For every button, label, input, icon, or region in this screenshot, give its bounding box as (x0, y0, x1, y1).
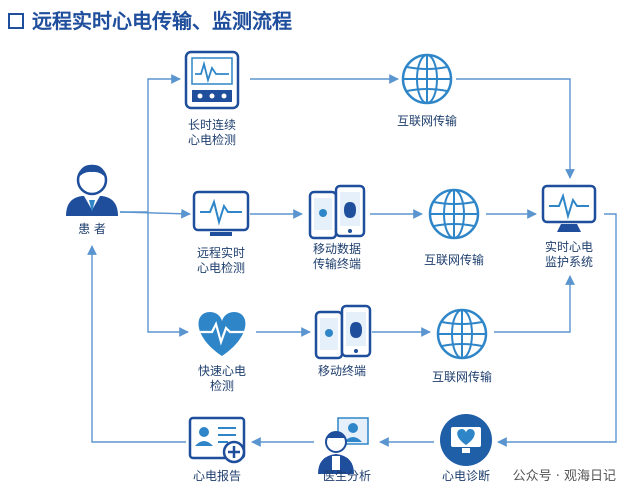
title-square-icon (8, 12, 24, 29)
arrow-patient-to-holter (120, 74, 181, 213)
mobile-phones-icon-bot (314, 304, 372, 360)
label-patient: 患 者 (78, 222, 106, 236)
label-monitor-system-line2: 监护系统 (544, 255, 593, 269)
connectors (87, 74, 617, 447)
arrow-monitor-to-diagnosis (497, 213, 617, 447)
arrow-internet-top-to-monitor (456, 78, 575, 179)
label-mobile-data: 移动数据 传输终端 (301, 242, 373, 272)
label-quick-ecg-line1: 快速心电 (197, 364, 246, 378)
doctor-icon (318, 417, 369, 474)
arrow-patient-to-quick-ecg (147, 212, 189, 337)
label-remote-ecg-line2: 心电检测 (196, 261, 245, 275)
arrow-report-to-patient (87, 245, 186, 443)
label-remote-ecg-line1: 远程实时 (196, 246, 245, 260)
globe-icon-mid (428, 188, 480, 240)
globe-icon-top (401, 53, 453, 105)
label-holter-line2: 心电检测 (187, 133, 236, 147)
diagnosis-icon (440, 414, 492, 466)
label-remote-ecg: 远程实时 心电检测 (185, 246, 257, 276)
watermark: 公众号 · 观海日记 (508, 465, 620, 484)
patient-icon (66, 164, 118, 216)
ecg-monitor-icon (192, 190, 250, 236)
label-monitor-system-line1: 实时心电 (544, 240, 593, 254)
label-internet-mid: 互联网传输 (423, 253, 484, 267)
globe-icon-bot (436, 308, 488, 360)
label-mobile-term: 移动终端 (317, 364, 366, 378)
page-title: 远程实时心电传输、监测流程 (8, 6, 292, 36)
label-quick-ecg: 快速心电 检测 (186, 364, 258, 394)
holter-monitor-icon (184, 50, 240, 110)
arrow-patient-to-remote-ecg (119, 208, 191, 219)
arrow-internet-bot-to-monitor (494, 275, 575, 333)
label-quick-ecg-line2: 检测 (209, 379, 234, 393)
label-doctor: 医生分析 (322, 469, 371, 483)
label-diagnosis: 心电诊断 (441, 469, 490, 483)
label-monitor-system: 实时心电 监护系统 (533, 240, 605, 270)
label-internet-bot: 互联网传输 (431, 370, 492, 384)
label-internet-top: 互联网传输 (396, 114, 457, 128)
label-mobile-data-line1: 移动数据 (312, 242, 361, 256)
label-mobile-data-line2: 传输终端 (312, 257, 361, 271)
label-report: 心电报告 (192, 469, 241, 483)
heart-pulse-icon (198, 312, 246, 356)
ecg-screen-icon (541, 184, 597, 232)
report-icon (188, 416, 246, 464)
page-title-text: 远程实时心电传输、监测流程 (32, 9, 292, 33)
mobile-phones-icon-mid (308, 184, 366, 240)
label-holter-line1: 长时连续 (187, 118, 236, 132)
label-holter: 长时连续 心电检测 (176, 118, 248, 148)
